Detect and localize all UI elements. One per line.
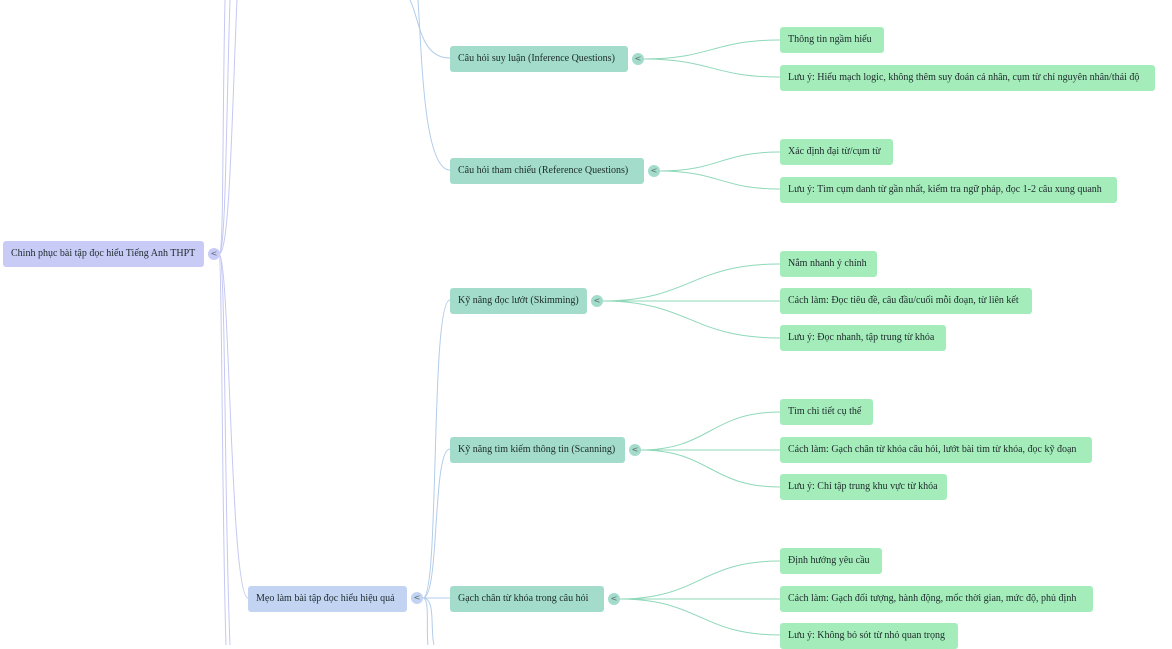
collapse-toggle-icon[interactable]: <: [608, 593, 620, 605]
topic-node-skimming[interactable]: Kỹ năng đọc lướt (Skimming): [450, 288, 587, 314]
branch-edge: [422, 299, 451, 599]
leaf-edge: [618, 560, 781, 600]
leaf-node[interactable]: Lưu ý: Đọc nhanh, tập trung từ khóa: [780, 325, 946, 351]
leaf-node[interactable]: Cách làm: Gạch đối tượng, hành động, mốc…: [780, 586, 1093, 612]
collapse-toggle-icon[interactable]: <: [632, 53, 644, 65]
leaf-edge: [601, 300, 781, 339]
leaf-node[interactable]: Xác định đại từ/cụm từ: [780, 139, 893, 165]
root-edge: [218, 0, 226, 255]
topic-node-scanning[interactable]: Kỹ năng tìm kiếm thông tin (Scanning): [450, 437, 625, 463]
leaf-node[interactable]: Nắm nhanh ý chính: [780, 251, 877, 277]
leaf-node[interactable]: Lưu ý: Không bỏ sót từ nhỏ quan trọng: [780, 623, 958, 649]
topic-node-reference[interactable]: Câu hỏi tham chiếu (Reference Questions): [450, 158, 644, 184]
branch-edge: [422, 448, 451, 599]
collapse-toggle-icon[interactable]: <: [411, 592, 423, 604]
branch-edge: [409, 0, 451, 59]
leaf-edge: [642, 39, 781, 60]
root-edge: [218, 0, 231, 255]
branch-edge: [417, 0, 451, 171]
leaf-node[interactable]: Định hướng yêu cầu: [780, 548, 882, 574]
branch-edge: [422, 597, 429, 645]
leaf-node[interactable]: Lưu ý: Chỉ tập trung khu vực từ khóa: [780, 474, 947, 500]
leaf-node[interactable]: Tìm chi tiết cụ thể: [780, 399, 873, 425]
root-edge: [218, 0, 238, 255]
leaf-node[interactable]: Cách làm: Gạch chân từ khóa câu hỏi, lướ…: [780, 437, 1092, 463]
root-node[interactable]: Chinh phục bài tập đọc hiểu Tiếng Anh TH…: [3, 241, 204, 267]
leaf-node[interactable]: Lưu ý: Tìm cụm danh từ gần nhất, kiểm tr…: [780, 177, 1117, 203]
leaf-edge: [658, 151, 781, 172]
branch-node-tips[interactable]: Mẹo làm bài tập đọc hiểu hiệu quả: [248, 586, 407, 612]
leaf-edge: [642, 58, 781, 78]
leaf-edge: [639, 449, 781, 488]
collapse-toggle-icon[interactable]: <: [648, 165, 660, 177]
leaf-edge: [639, 411, 781, 451]
root-edge: [218, 253, 249, 599]
leaf-node[interactable]: Cách làm: Đọc tiêu đề, câu đầu/cuối mỗi …: [780, 288, 1032, 314]
leaf-edge: [618, 598, 781, 636]
leaf-node[interactable]: Lưu ý: Hiểu mạch logic, không thêm suy đ…: [780, 65, 1155, 91]
leaf-node[interactable]: Thông tin ngầm hiểu: [780, 27, 884, 53]
leaf-edge: [601, 263, 781, 302]
collapse-toggle-icon[interactable]: <: [629, 444, 641, 456]
leaf-edge: [658, 170, 781, 190]
topic-node-inference[interactable]: Câu hỏi suy luận (Inference Questions): [450, 46, 628, 72]
collapse-toggle-icon[interactable]: <: [208, 248, 220, 260]
root-edge: [218, 253, 227, 645]
collapse-toggle-icon[interactable]: <: [591, 295, 603, 307]
branch-edge: [422, 597, 435, 645]
root-edge: [218, 253, 231, 645]
topic-node-underline[interactable]: Gạch chân từ khóa trong câu hỏi: [450, 586, 604, 612]
